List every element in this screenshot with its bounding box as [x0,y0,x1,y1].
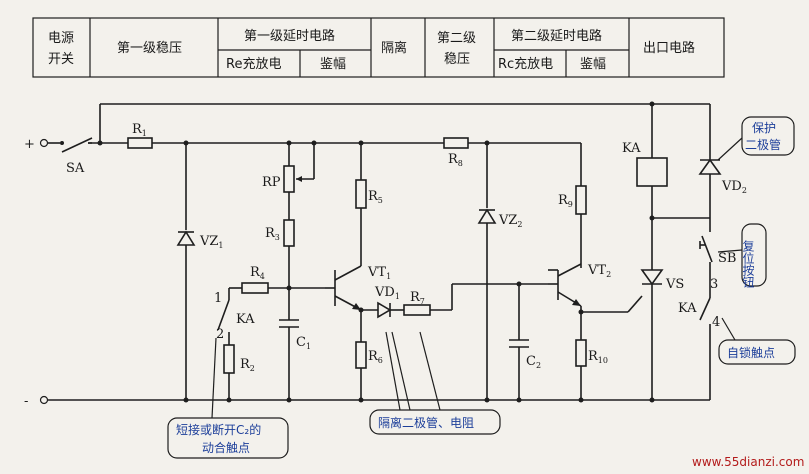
svg-text:R1: R1 [132,122,147,138]
resistor-r3: R3 [265,219,295,288]
thyristor-vs: VS [640,269,684,400]
label-sb: SB [718,251,736,266]
label-ka-self-lock: KA [678,301,697,316]
zener-vz2: VZ2 [477,140,523,403]
gate-wire [581,295,643,313]
output-supply-wire [97,101,711,160]
supply-rails: + - [24,137,652,409]
table-col-delay1-sub2: 鉴幅 [320,57,346,72]
resistor-r6: R6 [355,307,383,403]
svg-text:二极管: 二极管 [745,137,781,152]
terminal-minus: - [24,394,28,409]
transistor-vt1: VT1 [325,265,391,342]
callout-c2-contact: 短接或断开C₂的 动合触点 [167,337,289,459]
svg-text:R10: R10 [588,349,608,365]
contact-num-4: 4 [712,315,720,330]
svg-text:隔离二极管、电阻: 隔离二极管、电阻 [378,415,474,430]
svg-text:R3: R3 [265,226,280,242]
table-col-delay1: 第一级延时电路 [244,28,335,44]
svg-text:R2: R2 [240,357,255,373]
svg-text:R6: R6 [368,349,383,365]
svg-text:短接或断开C₂的: 短接或断开C₂的 [176,422,261,437]
table-col-delay2-sub2: 鉴幅 [580,57,606,72]
svg-text:C2: C2 [526,354,541,370]
table-col-stab1: 第一级稳压 [117,40,182,56]
table-col-stab2-line2: 稳压 [444,51,470,67]
table-border [32,17,725,78]
capacitor-c2: C2 [509,281,541,403]
zener-vz1: VZ1 [176,140,224,403]
diode-vd1: VD1 [361,285,404,319]
table-col-output: 出口电路 [643,40,695,56]
svg-text:VZ1: VZ1 [199,234,224,250]
resistor-r10: R10 [575,309,608,403]
resistor-r2: R2 [223,344,255,403]
svg-text:VD1: VD1 [374,285,400,301]
terminal-plus-node [39,138,49,148]
svg-text:VZ2: VZ2 [498,213,523,229]
table-col-delay1-sub1: Re充放电 [226,56,281,72]
resistor-r8: R8 [443,137,469,168]
diode-vd2: VD2 [649,158,747,221]
contact-num-2: 2 [216,327,224,342]
svg-text:保护: 保护 [752,121,776,135]
table-col-delay2-sub1: Rc充放电 [498,56,553,72]
table-col-stab2-line1: 第二级 [437,31,476,46]
contact-num-3: 3 [710,277,718,292]
svg-text:R4: R4 [250,265,265,281]
watermark-text: www.55dianzi.com [692,455,804,469]
potentiometer-rp: RP [262,140,317,220]
label-ka-contact: KA [236,312,255,327]
ka-contact-1: 1 2 KA [214,288,255,345]
callout-reset-button: 复位按钮 [717,223,767,289]
svg-text:R7: R7 [410,290,425,306]
resistor-r5: R5 [355,140,383,266]
table-col-isolation: 隔离 [381,40,407,56]
svg-text:R8: R8 [448,152,463,168]
table-col-power-line2: 开关 [48,52,74,67]
svg-text:R9: R9 [558,193,573,209]
table-col-delay2: 第二级延时电路 [511,28,602,44]
svg-text:VT2: VT2 [587,263,611,279]
svg-text:VT1: VT1 [367,265,391,281]
label-sa: SA [66,161,85,176]
function-table: 电源 开关 第一级稳压 第一级延时电路 Re充放电 鉴幅 隔离 第二级 稳压 第… [32,17,725,78]
svg-text:动合触点: 动合触点 [202,440,250,455]
resistor-r7: R7 [403,283,548,316]
reset-button-sb: SB 3 [699,218,736,292]
terminal-minus-node [39,395,49,405]
contact-num-1: 1 [214,291,222,306]
label-rp: RP [262,175,281,190]
resistor-r1: R1 [127,122,153,149]
relay-coil-ka: KA [622,141,668,270]
svg-text:复位按钮: 复位按钮 [741,240,755,289]
terminal-plus: + [24,137,35,152]
svg-text:自锁触点: 自锁触点 [727,345,775,360]
label-vs: VS [665,277,684,292]
ka-self-lock-contact: KA 4 [649,274,720,403]
transistor-vt2: VT2 [548,263,611,340]
svg-text:VD2: VD2 [721,179,747,195]
resistor-r4: R4 [229,265,325,294]
callout-isolation: 隔离二极管、电阻 [369,331,501,435]
capacitor-c1: C1 [279,288,311,403]
callout-protect-diode: 保护 二极管 [717,116,795,161]
callout-self-lock: 自锁触点 [718,317,796,365]
table-col-power-line1: 电源 [48,31,74,46]
label-ka-coil: KA [622,141,641,156]
sa-switch: SA [60,137,93,176]
svg-text:C1: C1 [296,335,311,351]
svg-text:R5: R5 [368,189,383,205]
resistor-r9: R9 [558,143,587,268]
